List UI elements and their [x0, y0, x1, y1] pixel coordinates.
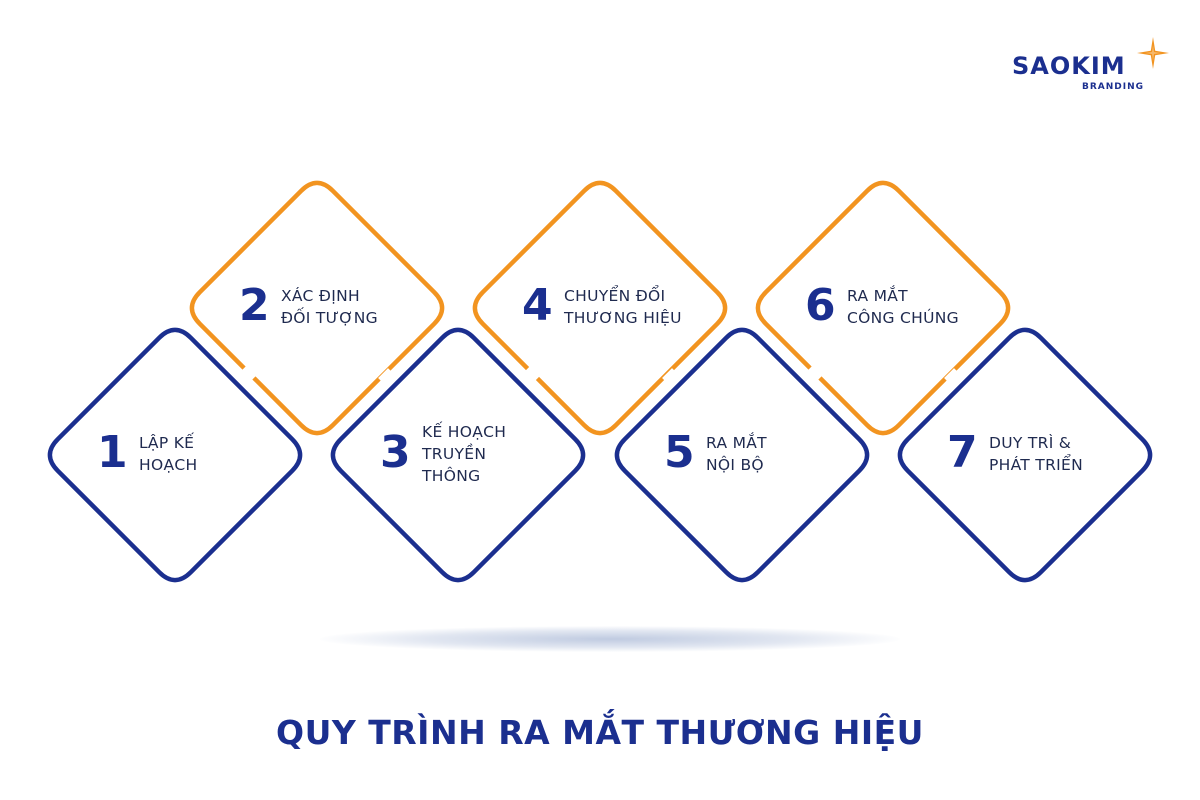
page-title: QUY TRÌNH RA MẮT THƯƠNG HIỆU [276, 713, 924, 752]
step-2-diamond [189, 180, 445, 436]
step-7-number: 7 [947, 427, 978, 478]
weave-gap-4 [662, 368, 682, 388]
weave-gap-3 [520, 366, 540, 386]
step-1-number: 1 [97, 427, 128, 478]
step-6-diamond [755, 180, 1011, 436]
step-6-number: 6 [805, 280, 836, 331]
sparkle-star-icon [1137, 37, 1169, 69]
weave-gap-5 [802, 366, 822, 386]
step-3-diamond [330, 327, 586, 583]
step-7-label: DUY TRÌ &PHÁT TRIỂN [989, 434, 1083, 474]
step-5-number: 5 [664, 427, 695, 478]
logo-subtitle: BRANDING [1082, 82, 1145, 92]
step-3-number: 3 [380, 427, 411, 478]
step-4-diamond [472, 180, 728, 436]
floor-shadow [320, 626, 900, 652]
step-2-number: 2 [239, 280, 270, 331]
step-1-diamond [47, 327, 303, 583]
weave-gap-6 [944, 368, 964, 388]
step-4-number: 4 [522, 280, 553, 331]
step-7-diamond [897, 327, 1153, 583]
weave-gap-1 [236, 366, 256, 386]
logo-wordmark: SAOKIM [1012, 52, 1126, 80]
step-5-diamond [614, 327, 870, 583]
weave-gap-2 [378, 368, 398, 388]
saokim-logo: SAOKIM BRANDING [1010, 36, 1170, 106]
